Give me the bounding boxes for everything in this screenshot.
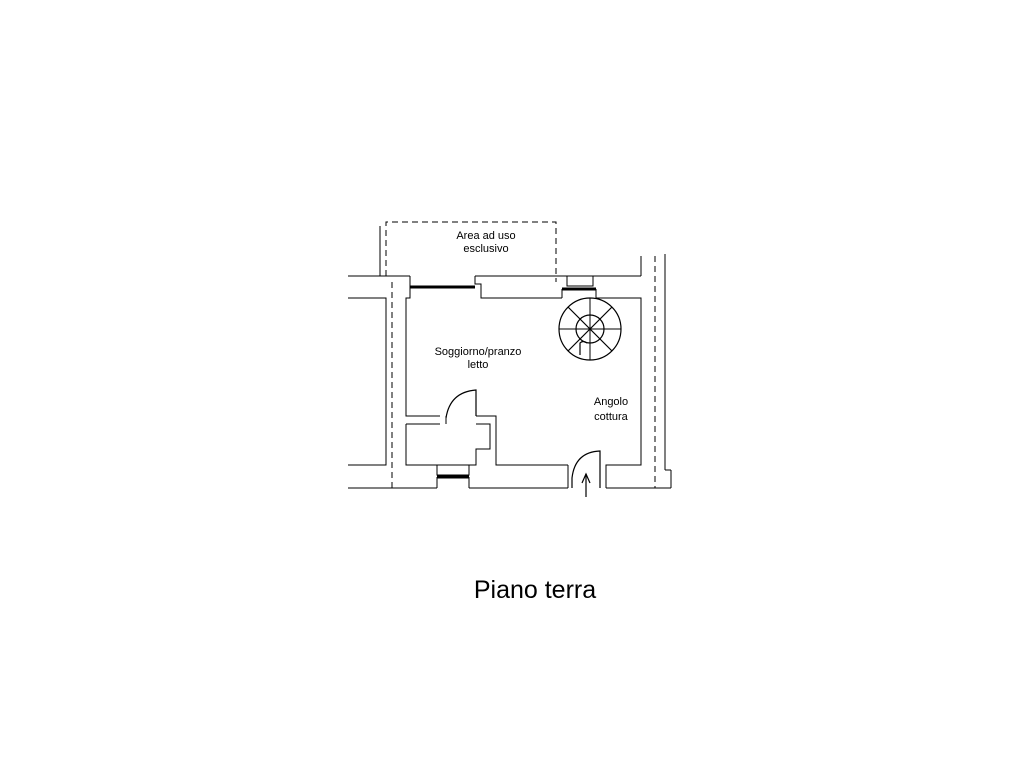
label-living-room-line2: letto — [468, 359, 489, 371]
stair-window — [561, 275, 597, 298]
entrance-door — [567, 450, 601, 488]
label-exclusive-area-line2: esclusivo — [463, 243, 508, 255]
bathroom-window — [436, 464, 470, 488]
plan-title: Piano terra — [474, 576, 596, 604]
label-living-room-line1: Soggiorno/pranzo — [435, 346, 522, 358]
label-corner-line2: cottura — [594, 411, 629, 423]
bathroom-door — [445, 389, 477, 424]
spiral-staircase — [558, 297, 622, 361]
exclusive-area-boundary — [379, 221, 557, 282]
bathroom-walls — [405, 415, 568, 466]
label-corner-line1: Angolo — [594, 396, 628, 408]
entrance-arrow — [581, 472, 591, 497]
wall-centerlines — [391, 256, 656, 488]
east-wall — [664, 254, 672, 488]
north-wall — [348, 256, 671, 489]
label-exclusive-area-line1: Area ad uso — [456, 230, 515, 242]
